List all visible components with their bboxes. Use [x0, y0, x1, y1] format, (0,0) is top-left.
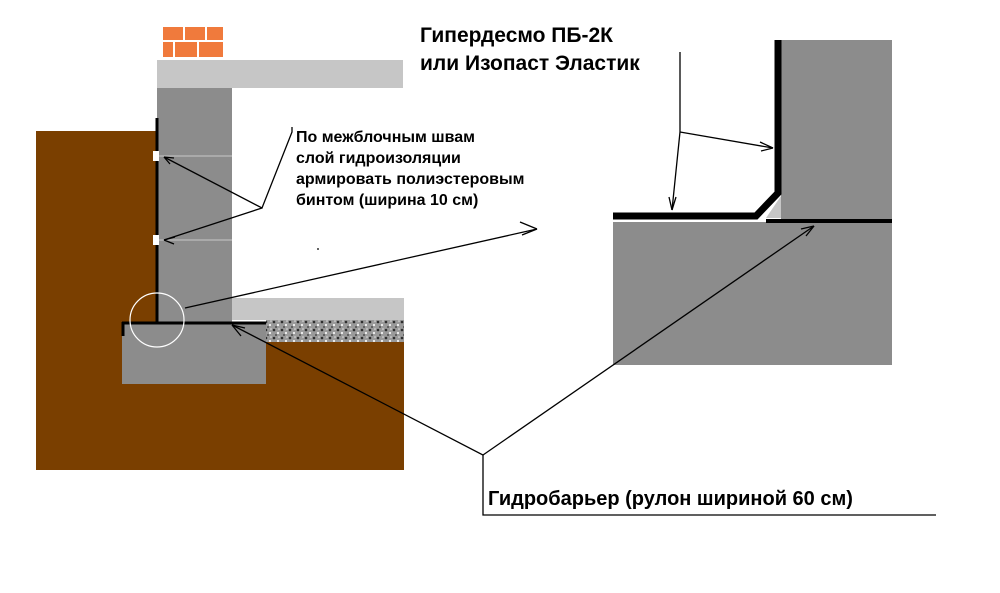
mastic-label-line2: или Изопаст Эластик	[420, 52, 640, 75]
detail-circle	[129, 292, 185, 348]
block-wall	[157, 88, 232, 322]
mastic-label-line1: Гипердесмо ПБ-2К	[420, 24, 613, 47]
soil	[36, 131, 404, 470]
barrier-label: Гидробарьер (рулон шириной 60 см)	[488, 488, 853, 510]
detail-mastic	[613, 40, 782, 220]
joints-label-line1: По межблочным швам	[296, 129, 475, 146]
floor-slab	[230, 298, 404, 320]
detail-wall	[781, 40, 892, 222]
mastic-label: Гипердесмо ПБ-2К или Изопаст Эластик	[420, 22, 640, 78]
stray-dot	[317, 248, 319, 250]
right-detail	[613, 40, 892, 365]
bandage-mark	[153, 151, 159, 161]
joints-label-line3: армировать полиэстеровым	[296, 171, 525, 188]
brick-course	[161, 25, 225, 59]
footing	[122, 322, 266, 384]
detail-fillet	[766, 196, 781, 218]
leader-lines	[163, 52, 936, 516]
bandage-mark	[153, 235, 159, 245]
joints-label: По межблочным швам слой гидроизоляции ар…	[296, 127, 525, 211]
left-section	[36, 25, 404, 470]
detail-footing	[613, 222, 892, 365]
top-slab	[157, 60, 403, 88]
joints-label-line2: слой гидроизоляции	[296, 150, 461, 167]
joints-label-line4: бинтом (ширина 10 см)	[296, 192, 479, 209]
gravel-layer	[266, 320, 404, 342]
